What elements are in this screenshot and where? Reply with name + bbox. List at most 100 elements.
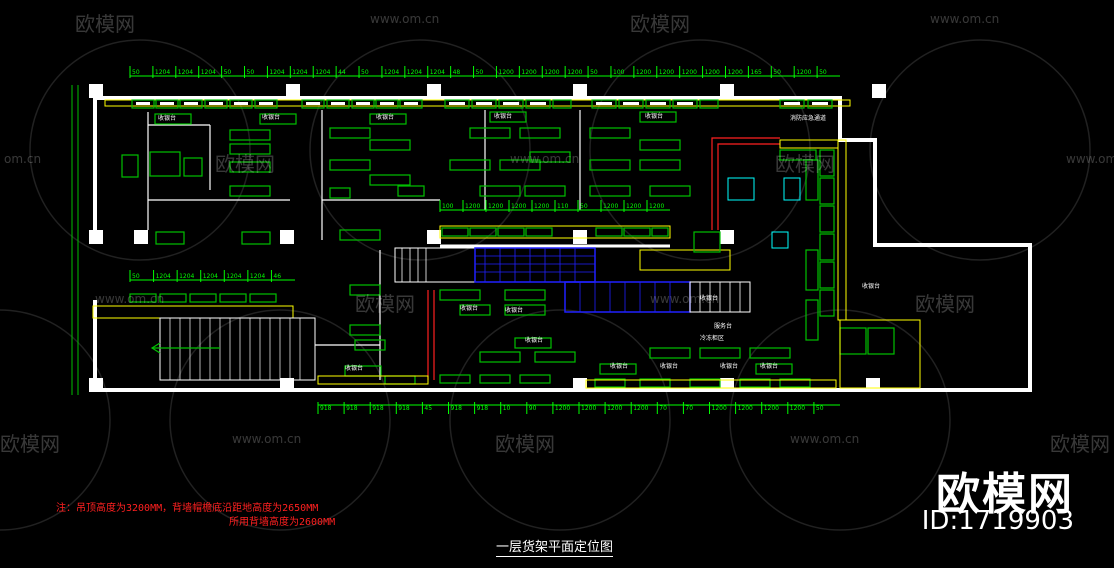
dimension-label: 1200 bbox=[796, 69, 811, 76]
room-label: 收银台 bbox=[862, 282, 880, 290]
brand-id: ID:1719903 bbox=[921, 506, 1074, 536]
dimension-label: 165 bbox=[750, 69, 762, 76]
watermark-logo: 欧模网 bbox=[630, 12, 690, 36]
dimension-label: 1200 bbox=[649, 203, 664, 210]
columns bbox=[89, 84, 886, 392]
dimension-label: 1204 bbox=[384, 69, 399, 76]
dimension-label: 50 bbox=[816, 405, 824, 412]
watermark-url: www.om.cn bbox=[510, 152, 580, 166]
dimension-label: 918 bbox=[372, 405, 384, 412]
dimension-label: 1200 bbox=[790, 405, 805, 412]
room-label: 收银台 bbox=[720, 362, 738, 370]
dimension-label: 1200 bbox=[521, 69, 536, 76]
brand-logo-text: 欧模网 bbox=[936, 469, 1074, 520]
dimension-label: 1204 bbox=[315, 69, 330, 76]
red-pipes bbox=[427, 137, 780, 380]
dimension-label: 48 bbox=[453, 69, 461, 76]
room-label: 收银台 bbox=[760, 362, 778, 370]
middle-shelf-row bbox=[439, 209, 671, 248]
dimension-label: 1204 bbox=[203, 273, 218, 280]
note-line-2: 所用背墙高度为2600MM bbox=[229, 517, 336, 528]
dimension-label: 1200 bbox=[567, 69, 582, 76]
dimension-label: 90 bbox=[529, 405, 537, 412]
room-label: 冷冻柜区 bbox=[700, 334, 724, 342]
dimension-label: 1200 bbox=[511, 203, 526, 210]
room-label: 收银台 bbox=[505, 306, 523, 314]
right-fridge-area bbox=[639, 139, 921, 389]
dimension-label: 50 bbox=[590, 69, 598, 76]
room-label: 服务台 bbox=[714, 322, 732, 330]
dimension-label: 45 bbox=[424, 405, 432, 412]
watermark-logo: 欧模网 bbox=[355, 292, 415, 316]
dimension-label: 918 bbox=[451, 405, 463, 412]
dimension-label: 50 bbox=[247, 69, 255, 76]
watermark-url: www.om.cn bbox=[232, 432, 302, 446]
dimension-label: 110 bbox=[557, 203, 569, 210]
dimension-label: 1204 bbox=[226, 273, 241, 280]
dimension-label: 50 bbox=[132, 69, 140, 76]
dimension-label: 70 bbox=[659, 405, 667, 412]
dimension-label: 1204 bbox=[407, 69, 422, 76]
dimension-label: 918 bbox=[477, 405, 489, 412]
room-label: 收银台 bbox=[645, 112, 663, 120]
dimension-label: 50 bbox=[224, 69, 232, 76]
room-label: 收银台 bbox=[660, 362, 678, 370]
dimension-label: 50 bbox=[476, 69, 484, 76]
dimension-label: 1200 bbox=[607, 405, 622, 412]
gondola-center-block bbox=[321, 110, 691, 241]
walls bbox=[93, 96, 1032, 392]
dimension-label: 1200 bbox=[603, 203, 618, 210]
dimension-label: 1204 bbox=[250, 273, 265, 280]
room-label: 收银台 bbox=[158, 114, 176, 122]
dimension-label: 1204 bbox=[269, 69, 284, 76]
dimension-label: 1200 bbox=[633, 405, 648, 412]
dimension-label: 46 bbox=[273, 273, 281, 280]
watermark-logo: 欧模网 bbox=[1050, 432, 1110, 456]
dimension-label: 10 bbox=[503, 405, 511, 412]
room-label: 消防应急通道 bbox=[790, 114, 826, 122]
dimension-label: 1200 bbox=[728, 69, 743, 76]
dimension-label: 1200 bbox=[465, 203, 480, 210]
bottom-yellow-strip bbox=[317, 375, 429, 385]
watermark-logo: 欧模网 bbox=[215, 152, 275, 176]
dimension-label: 1200 bbox=[659, 69, 674, 76]
top-wall-shelves bbox=[104, 99, 851, 109]
room-labels: 消防应急通道收银台服务台冷冻柜区收银台收银台收银台收银台收银台收银台收银台收银台… bbox=[158, 112, 880, 372]
watermark-url: www.om.cn bbox=[790, 432, 860, 446]
dimension-label: 44 bbox=[338, 69, 346, 76]
escalators bbox=[394, 247, 751, 313]
dimension-label: 1200 bbox=[626, 203, 641, 210]
room-label: 收银台 bbox=[376, 113, 394, 121]
dimension-label: 70 bbox=[685, 405, 693, 412]
room-label: 收银台 bbox=[262, 113, 280, 121]
dimension-label: 1204 bbox=[178, 69, 193, 76]
dimension-label: 1204 bbox=[430, 69, 445, 76]
bottom-yellow-strip-right bbox=[585, 379, 837, 389]
dimension-label: 100 bbox=[613, 69, 625, 76]
room-label: 收银台 bbox=[494, 112, 512, 120]
watermark-url: www.om.cn bbox=[650, 292, 720, 306]
dimension-label: 50 bbox=[361, 69, 369, 76]
note-line-1: 注：吊顶高度为3200MM，背墙帽檐底沿距地高度为2650MM bbox=[56, 503, 319, 514]
watermark-url: www.om.cn bbox=[1066, 152, 1114, 166]
dimension-label: 1200 bbox=[488, 203, 503, 210]
watermark-url: www.om.cn bbox=[95, 292, 165, 306]
dimension-label: 100 bbox=[442, 203, 454, 210]
dimension-label: 50 bbox=[132, 273, 140, 280]
dimension-label: 1204 bbox=[155, 69, 170, 76]
dimension-label: 50 bbox=[773, 69, 781, 76]
left-wall-lines bbox=[71, 85, 79, 395]
dimension-label: 1200 bbox=[764, 405, 779, 412]
watermark-url: www.om.cn bbox=[370, 12, 440, 26]
watermark-logo: 欧模网 bbox=[75, 12, 135, 36]
room-label: 收银台 bbox=[345, 364, 363, 372]
left-lower-area bbox=[92, 279, 316, 381]
dimension-label: 1200 bbox=[682, 69, 697, 76]
dimension-label: 1200 bbox=[705, 69, 720, 76]
watermark-url: www.om.cn bbox=[930, 12, 1000, 26]
dimension-label: 1200 bbox=[738, 405, 753, 412]
dimension-label: 918 bbox=[320, 405, 332, 412]
